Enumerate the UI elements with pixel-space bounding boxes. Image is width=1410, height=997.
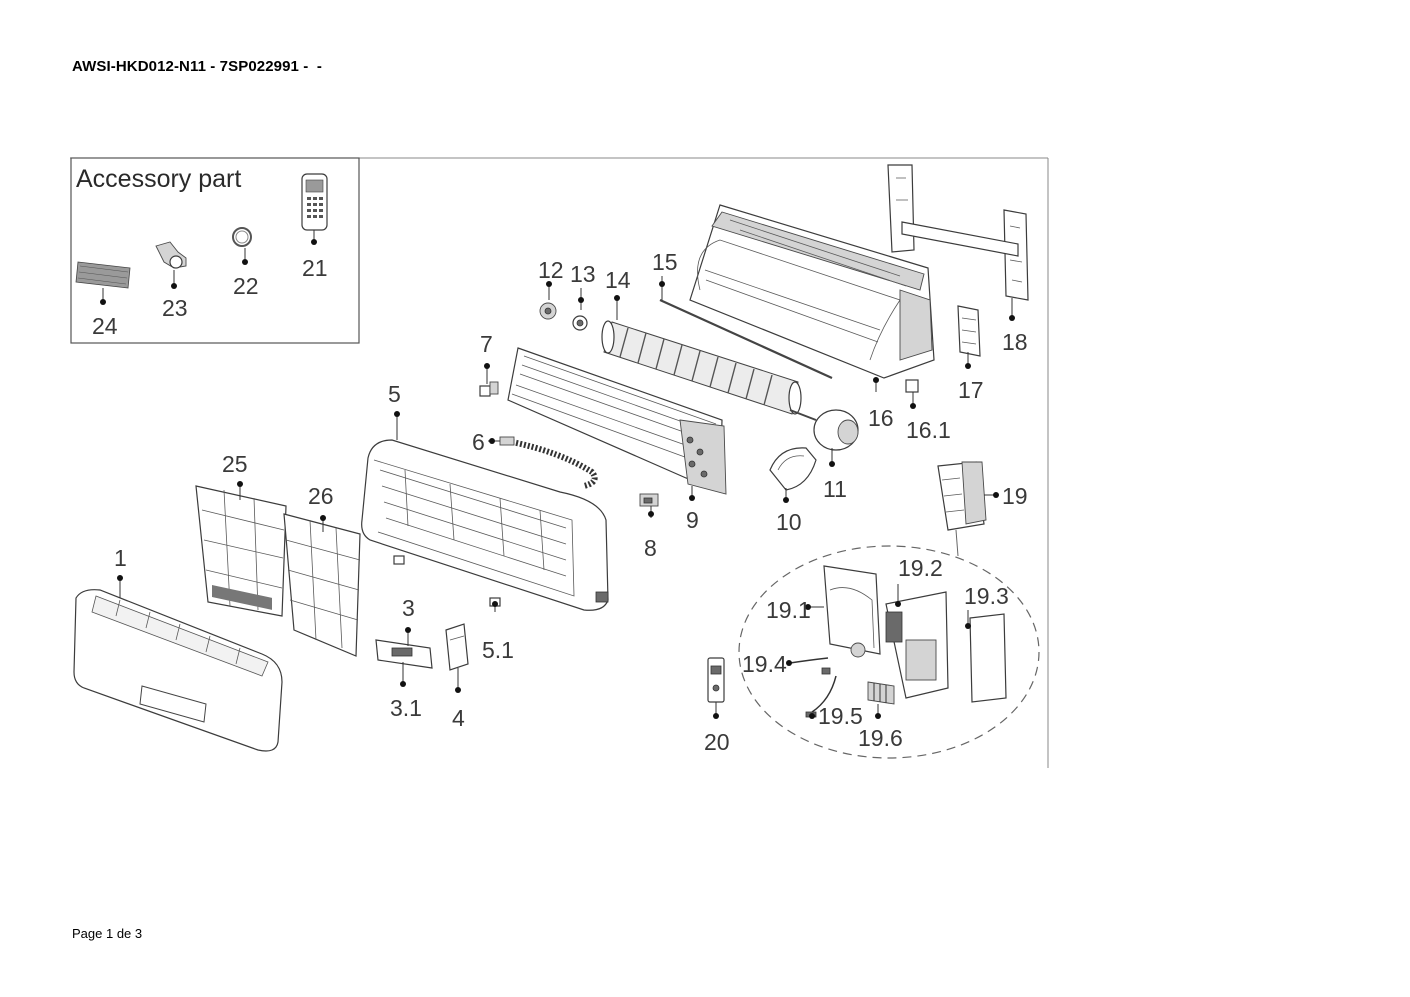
label-20: 20 bbox=[704, 729, 730, 755]
label-8: 8 bbox=[644, 535, 657, 561]
part-11-fan-motor bbox=[789, 409, 859, 451]
part-16-1-clip bbox=[905, 379, 919, 393]
part-7-clip bbox=[479, 381, 499, 397]
label-13: 13 bbox=[570, 261, 596, 287]
part-10-motor-clamp bbox=[769, 447, 817, 491]
label-16-1: 16.1 bbox=[906, 417, 951, 443]
part-19-electric-box bbox=[937, 461, 987, 557]
page-number: Page 1 de 3 bbox=[72, 926, 143, 941]
label-1: 1 bbox=[114, 545, 127, 571]
part-14-cross-flow-fan bbox=[601, 320, 802, 415]
label-16: 16 bbox=[868, 405, 894, 431]
part-5-main-housing bbox=[361, 439, 609, 611]
label-22: 22 bbox=[233, 273, 259, 299]
label-19-1: 19.1 bbox=[766, 597, 811, 623]
part-13-bearing bbox=[572, 315, 588, 331]
label-23: 23 bbox=[162, 295, 188, 321]
part-22-ring bbox=[232, 227, 252, 247]
label-5: 5 bbox=[388, 381, 401, 407]
label-19-4: 19.4 bbox=[742, 651, 787, 677]
label-11: 11 bbox=[823, 476, 847, 502]
part-8-sensor-holder bbox=[639, 493, 659, 507]
label-17: 17 bbox=[958, 377, 984, 403]
label-7: 7 bbox=[480, 331, 493, 357]
part-9-evaporator bbox=[507, 347, 727, 495]
label-5-1: 5.1 bbox=[482, 637, 514, 663]
part-19-4-room-sensor bbox=[789, 657, 831, 675]
label-15: 15 bbox=[652, 249, 678, 275]
label-6: 6 bbox=[472, 429, 485, 455]
label-4: 4 bbox=[452, 705, 465, 731]
label-3-1: 3.1 bbox=[390, 695, 422, 721]
part-24-filter-strip bbox=[75, 261, 131, 289]
label-19-2: 19.2 bbox=[898, 555, 943, 581]
part-15-rod bbox=[659, 298, 833, 380]
label-9: 9 bbox=[686, 507, 699, 533]
part-small-clip-a bbox=[393, 555, 405, 565]
part-19-3-cover-plate bbox=[969, 613, 1007, 703]
part-21-remote-control bbox=[301, 173, 328, 231]
part-19-1-electric-box-body bbox=[823, 565, 881, 658]
part-labels: 24 23 22 21 12 13 14 15 7 5 6 16 16.1 17… bbox=[92, 249, 1028, 755]
label-19-6: 19.6 bbox=[858, 725, 903, 751]
label-3: 3 bbox=[402, 595, 415, 621]
part-4-electric-cover bbox=[445, 623, 469, 671]
part-1-front-panel bbox=[73, 589, 283, 752]
document-title: AWSI-HKD012-N11 - 7SP022991 - - bbox=[72, 58, 322, 75]
part-25-filter bbox=[195, 485, 287, 617]
part-18-mounting-plate bbox=[887, 164, 1029, 301]
label-12: 12 bbox=[538, 257, 564, 283]
part-23-drain-elbow bbox=[155, 241, 187, 269]
label-10: 10 bbox=[776, 509, 802, 535]
part-26-filter bbox=[283, 513, 361, 657]
label-24: 24 bbox=[92, 313, 118, 339]
part-19-2-main-pcb bbox=[885, 591, 949, 699]
label-19-3: 19.3 bbox=[964, 583, 1009, 609]
accessory-box: Accessory part bbox=[70, 157, 360, 344]
label-14: 14 bbox=[605, 267, 631, 293]
label-19-5: 19.5 bbox=[818, 703, 863, 729]
part-16-chassis bbox=[689, 204, 935, 379]
part-19-6-terminal-block bbox=[867, 681, 895, 705]
part-20-wifi-module bbox=[707, 657, 725, 703]
detail-callout-ellipse bbox=[738, 545, 1040, 759]
part-12-bearing-seat bbox=[539, 302, 557, 320]
label-19: 19 bbox=[1002, 483, 1028, 509]
accessory-box-title: Accessory part bbox=[76, 165, 241, 193]
part-3-display-board bbox=[375, 639, 433, 669]
label-21: 21 bbox=[302, 255, 328, 281]
label-25: 25 bbox=[222, 451, 248, 477]
label-18: 18 bbox=[1002, 329, 1028, 355]
label-26: 26 bbox=[308, 483, 334, 509]
leader-lines bbox=[100, 230, 1015, 719]
part-17-bracket bbox=[957, 305, 981, 357]
